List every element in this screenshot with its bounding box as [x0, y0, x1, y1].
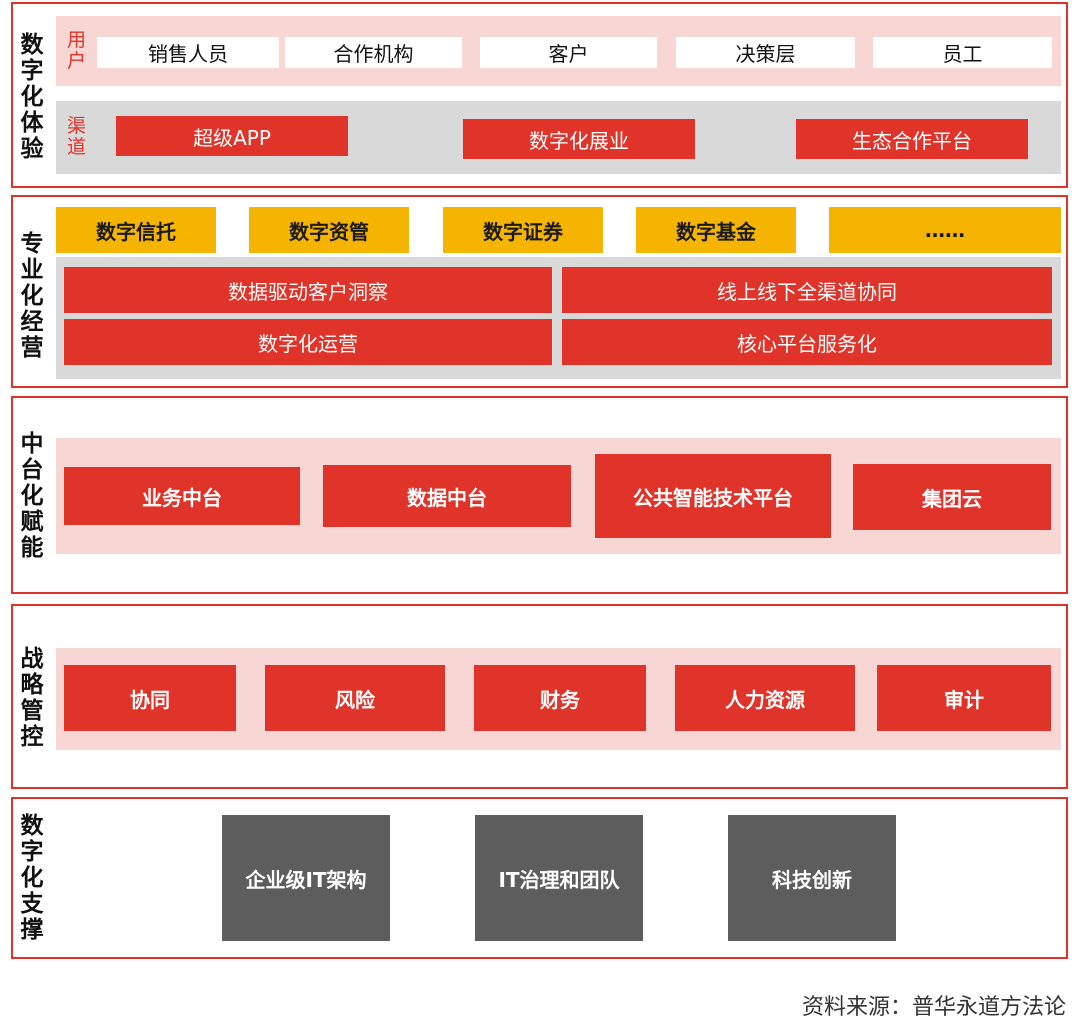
section-strategic-control: 战 略 管 控 协同 风险 财务 人力资源 审计: [11, 604, 1068, 789]
section-label-middle-platform: 中 台 化 赋 能: [19, 431, 45, 561]
label-char: 经: [20, 309, 44, 335]
label-char: 赋: [20, 509, 44, 535]
channels-sublabel: 渠 道: [67, 116, 86, 158]
label-char: 控: [20, 724, 44, 750]
label-char: 户: [67, 50, 87, 72]
channel-super-app: 超级APP: [116, 116, 348, 156]
label-char: 化: [20, 483, 44, 509]
label-char: 化: [20, 283, 44, 309]
user-sales: 销售人员: [97, 37, 279, 68]
users-sublabel: 用 户: [67, 30, 86, 72]
business-digital-securities: 数字证券: [443, 207, 603, 253]
control-finance: 财务: [474, 665, 646, 731]
label-char: 略: [20, 672, 44, 698]
business-more: ……: [829, 207, 1061, 253]
label-char: 支: [20, 891, 44, 917]
section-middle-platform: 中 台 化 赋 能 业务中台 数据中台 公共智能技术平台 集团云: [11, 396, 1068, 594]
business-digital-asset-mgmt: 数字资管: [249, 207, 409, 253]
section-digital-support: 数 字 化 支 撑 企业级IT架构 IT治理和团队 科技创新: [11, 797, 1068, 959]
user-employees: 员工: [873, 37, 1052, 68]
control-risk: 风险: [265, 665, 445, 731]
label-char: 能: [20, 535, 44, 561]
label-char: 体: [20, 110, 44, 136]
public-ai-tech-platform: 公共智能技术平台: [595, 454, 831, 538]
section-label-digital-support: 数 字 化 支 撑: [19, 813, 45, 943]
label-char: 管: [20, 698, 44, 724]
label-char: 专: [20, 231, 44, 257]
data-middle-platform: 数据中台: [323, 465, 571, 527]
section-label-specialized-operations: 专 业 化 经 营: [19, 231, 45, 361]
control-hr: 人力资源: [675, 665, 855, 731]
label-char: 中: [20, 431, 44, 457]
section-specialized-operations: 专 业 化 经 营 数字信托 数字资管 数字证券 数字基金 …… 数据驱动客户洞…: [11, 195, 1068, 388]
capability-digital-operations: 数字化运营: [64, 319, 552, 365]
label-char: 字: [20, 839, 44, 865]
capability-omnichannel: 线上线下全渠道协同: [562, 267, 1052, 313]
support-enterprise-it-architecture: 企业级IT架构: [222, 815, 390, 941]
label-char: 化: [20, 865, 44, 891]
support-it-governance-team: IT治理和团队: [475, 815, 643, 941]
label-char: 营: [20, 335, 44, 361]
label-char: 渠: [67, 115, 87, 137]
label-char: 撑: [20, 917, 44, 943]
capability-data-driven-insight: 数据驱动客户洞察: [64, 267, 552, 313]
label-char: 业: [20, 257, 44, 283]
label-char: 台: [20, 457, 44, 483]
section-digital-experience: 数 字 化 体 验 用 户 销售人员 合作机构 客户 决策层 员工 渠 道 超级…: [11, 2, 1068, 188]
business-middle-platform: 业务中台: [64, 467, 300, 525]
user-customers: 客户: [480, 37, 657, 68]
label-char: 数: [20, 813, 44, 839]
section-label-digital-experience: 数 字 化 体 验: [19, 32, 45, 162]
channel-digital-sales: 数字化展业: [463, 119, 695, 159]
label-char: 字: [20, 58, 44, 84]
label-char: 数: [20, 32, 44, 58]
control-collaboration: 协同: [64, 665, 236, 731]
label-char: 用: [67, 29, 87, 51]
group-cloud: 集团云: [853, 464, 1051, 530]
label-char: 验: [20, 136, 44, 162]
section-label-strategic-control: 战 略 管 控: [19, 646, 45, 750]
capability-core-platform-service: 核心平台服务化: [562, 319, 1052, 365]
control-audit: 审计: [877, 665, 1051, 731]
user-partners: 合作机构: [285, 37, 462, 68]
label-char: 道: [67, 136, 87, 158]
user-decision-makers: 决策层: [676, 37, 855, 68]
support-tech-innovation: 科技创新: [728, 815, 896, 941]
business-digital-trust: 数字信托: [56, 207, 216, 253]
label-char: 化: [20, 84, 44, 110]
source-note: 资料来源：普华永道方法论: [801, 995, 1066, 1020]
channel-ecosystem-platform: 生态合作平台: [796, 119, 1028, 159]
label-char: 战: [20, 646, 44, 672]
business-digital-funds: 数字基金: [636, 207, 796, 253]
